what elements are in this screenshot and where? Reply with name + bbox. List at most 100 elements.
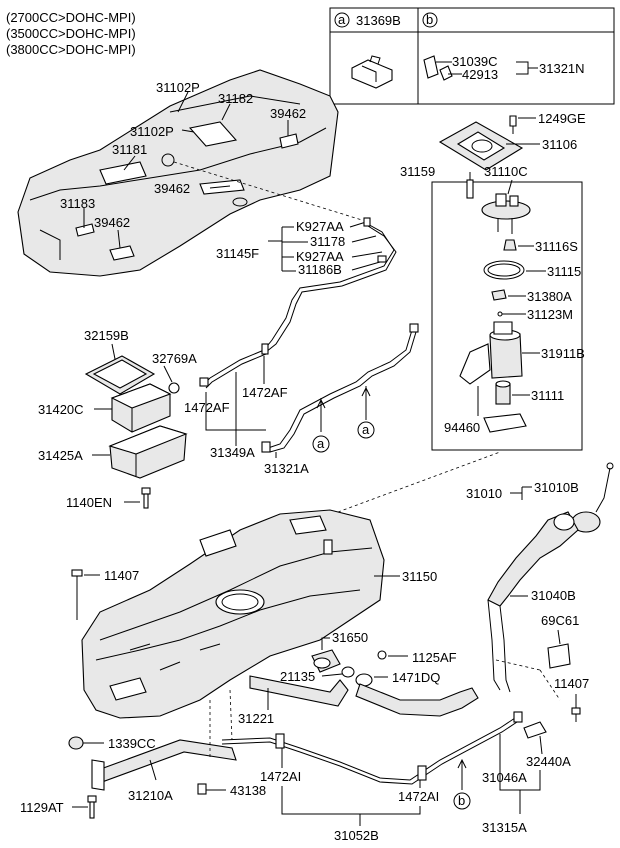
valve-32769a-drawing [168,382,180,394]
part-39462-c: 39462 [94,215,130,230]
clip-31039c-drawing [423,55,462,81]
part-39462-b: 39462 [154,181,190,196]
part-1249ge: 1249GE [538,111,586,126]
nut-43138-drawing [197,783,207,795]
tank-strap-31221-drawing [249,675,349,707]
legend-b-group: 31321N [539,61,585,76]
part-11407-left: 11407 [104,568,139,583]
main-fuel-tank-drawing [81,509,385,719]
pump-gasket-drawing [438,121,524,171]
part-31010: 31010 [466,486,502,501]
part-31040b: 31040B [531,588,576,603]
part-31315a: 31315A [482,820,527,835]
part-31178: 31178 [310,234,345,249]
part-31106: 31106 [542,137,577,152]
part-43138: 43138 [230,783,266,798]
cushion-1339cc-drawing [68,736,84,750]
bolt-1129at-drawing [87,795,97,819]
part-1140en: 1140EN [66,495,112,510]
valve-31650-drawing [311,649,341,673]
hose-clamp-drawing [355,673,373,687]
part-31650: 31650 [332,630,368,645]
bolt-1140en-drawing [141,487,151,509]
canister-31420c-drawing [110,383,172,433]
tank-strap-31210a-drawing [91,739,237,791]
legend-b-part-2: 42913 [462,67,498,82]
part-31420c: 31420C [38,402,84,417]
ring-21135-drawing [341,666,355,678]
part-1125af: 1125AF [412,650,457,665]
part-69c61: 69C61 [541,613,579,628]
clip-31380a-drawing [491,289,507,301]
part-31210a: 31210A [128,788,173,803]
part-31145f: 31145F [216,246,259,261]
legend-a-part: 31369B [356,13,401,28]
fuel-cap-31010b-drawing [571,462,614,533]
part-31911b: 31911B [541,346,585,361]
o-ring-31115 [483,260,525,280]
bolt-1249ge-drawing [509,115,517,134]
callout-a-1-circle [312,435,330,453]
part-1472af-right: 1472AF [242,385,288,400]
part-1472ai-right: 1472AI [398,789,439,804]
part-1472af-left: 1472AF [184,400,230,415]
part-31221: 31221 [238,711,274,726]
canister-bracket-31425a-drawing [108,425,188,479]
filter-sock-94460-drawing [483,413,527,433]
part-31321a: 31321A [264,461,309,476]
part-31052b: 31052B [334,828,379,843]
legend-b-circle [422,12,438,28]
legend-a-circle [334,12,350,28]
part-31010b: 31010B [534,480,579,495]
callout-a-2: a [362,422,370,437]
part-31159: 31159 [400,164,435,179]
part-1339cc: 1339CC [108,736,156,751]
filler-hose-drawing [355,683,479,717]
bolt-11407-right-drawing [571,707,581,722]
legend-b-letter: b [426,12,433,27]
part-31102p-lower: 31102P [130,124,174,139]
part-39462-a: 39462 [270,106,306,121]
engine-note-3: (3800CC>DOHC-MPI) [6,42,136,57]
part-31102p-upper: 31102P [156,80,200,95]
part-32159b: 32159B [84,328,129,343]
part-k927aa-upper: K927AA [296,219,344,234]
upper-fuel-tank-drawing [17,69,339,277]
callout-b: b [458,793,465,808]
part-32769a: 32769A [152,351,197,366]
clip-31369b-drawing [351,55,393,89]
legend-table: a 31369B b 31039C 42913 31321N [329,7,615,105]
part-11407-right: 11407 [554,676,589,691]
part-32440a: 32440A [526,754,571,769]
pump-body-31911b-drawing [459,321,523,385]
part-1471dq: 1471DQ [392,670,440,685]
screw-31159-drawing [466,179,474,199]
part-1472ai-left: 1472AI [260,769,301,784]
part-21135: 21135 [280,669,315,684]
part-31181: 31181 [112,142,147,157]
part-31111: 31111 [531,388,564,403]
part-31349a: 31349A [210,445,255,460]
part-31046a: 31046A [482,770,527,785]
callout-b-circle [453,792,471,810]
bolt-11407-left-drawing [71,569,83,620]
filler-neck-31040b-drawing [487,511,579,693]
sensor-31116s-drawing [503,239,517,251]
label-69c61-drawing [547,643,571,669]
part-1129at: 1129AT [20,800,64,815]
callout-a-2-circle [357,421,375,439]
pump-flange-drawing [481,193,531,234]
legend-b-part-1: 31039C [452,54,498,69]
part-94460: 94460 [444,420,480,435]
part-k927aa-lower: K927AA [296,249,344,264]
screw-1125af-drawing [377,650,387,660]
part-31183: 31183 [60,196,95,211]
part-31116s: 31116S [535,239,578,254]
part-31123m: 31123M [527,307,573,322]
part-31150: 31150 [402,569,437,584]
filter-31111-drawing [495,380,511,405]
part-31115: 31115 [547,264,581,279]
part-31110c: 31110C [484,164,528,179]
part-31380a: 31380A [527,289,572,304]
fuel-pump-module-box [431,181,583,451]
